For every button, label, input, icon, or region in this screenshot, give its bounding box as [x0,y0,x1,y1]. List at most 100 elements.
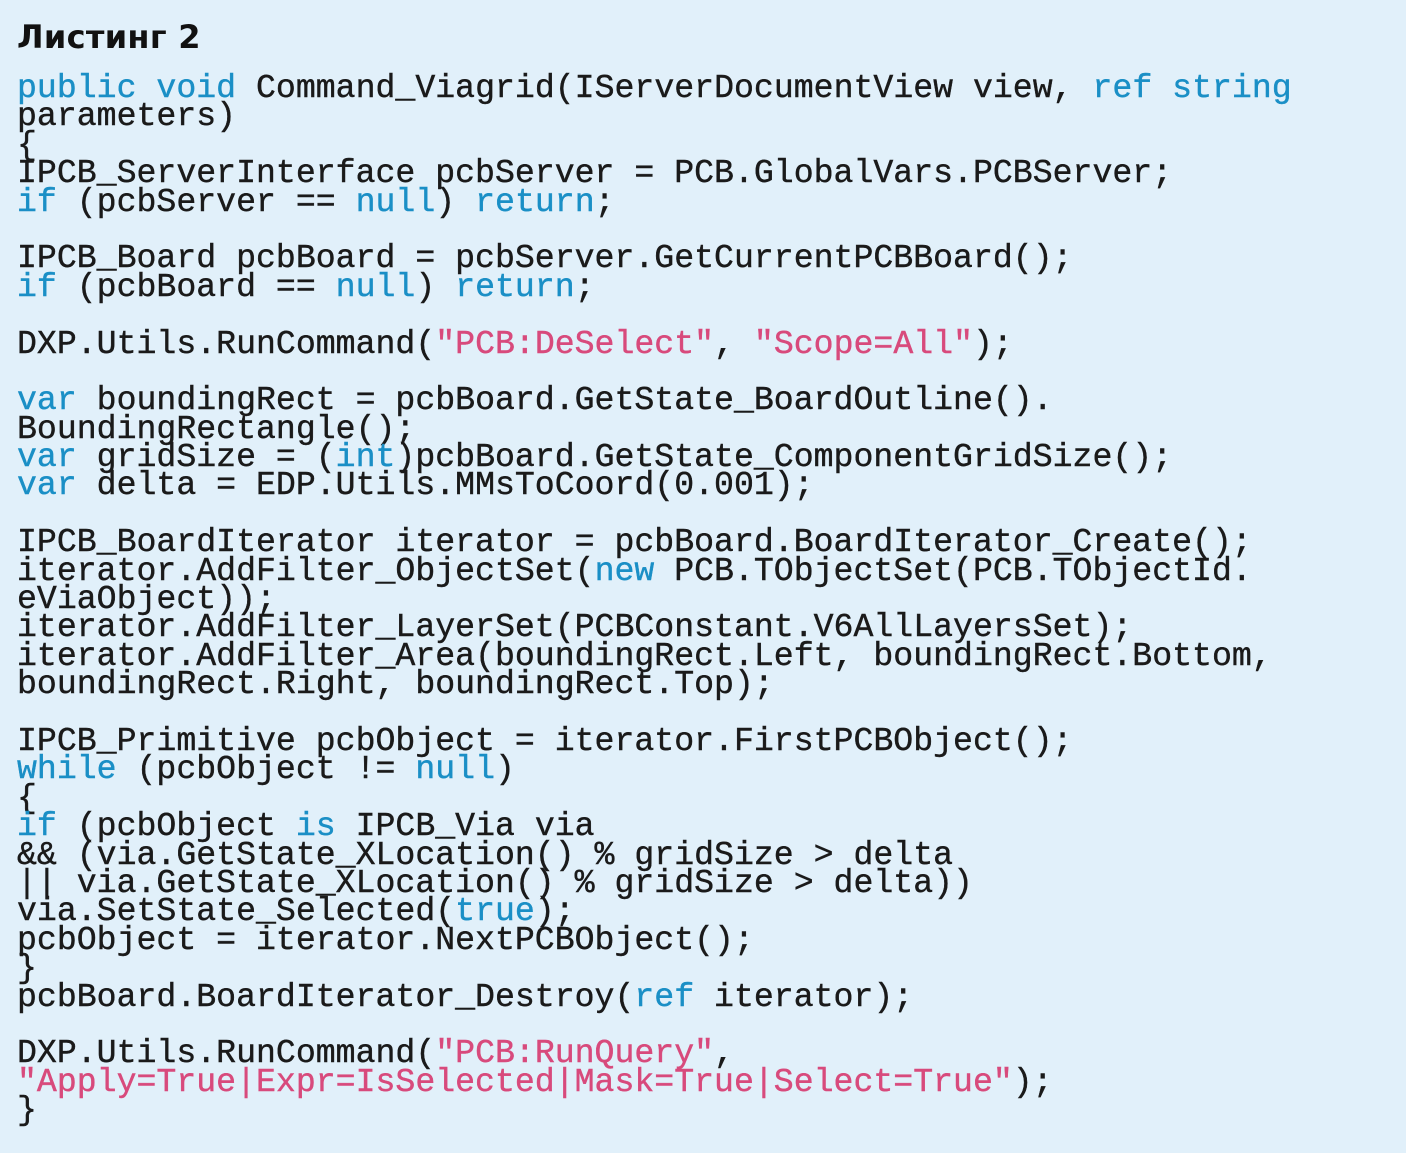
code-keyword: null [355,182,436,221]
code-line: public void Command_Viagrid(IServerDocum… [17,71,1390,105]
code-line: var delta = EDP.Utils.MMsToCoord(0.001); [17,469,1390,503]
code-keyword: if [17,807,57,846]
code-keyword: public [17,69,137,107]
code-text: && (via.GetState_XLocation() % gridSize … [17,835,954,874]
code-line: BoundingRectangle(); [17,412,1390,446]
code-text: IPCB_ServerInterface pcbServer = PCB.Glo… [17,154,1173,193]
code-line: via.SetState_Selected(true); [17,895,1390,929]
code-keyword: new [594,551,655,590]
code-text: ); [972,324,1013,363]
code-line: DXP.Utils.RunCommand("PCB:RunQuery", [17,1036,1390,1070]
code-text: )pcbBoard.GetState_ComponentGridSize(); [395,438,1173,477]
code-text: || via.GetState_XLocation() % gridSize >… [17,863,973,902]
code-line: pcbBoard.BoardIterator_Destroy(ref itera… [17,980,1390,1014]
code-text: iterator.AddFilter_Area(boundingRect.Lef… [17,636,1272,675]
code-text: DXP.Utils.RunCommand( [17,1034,436,1073]
code-text: PCB.TObjectSet(PCB.TObjectId. [654,551,1252,590]
code-line: IPCB_ServerInterface pcbServer = PCB.Glo… [17,156,1390,190]
code-line: IPCB_Board pcbBoard = pcbServer.GetCurre… [17,242,1390,276]
code-string: "PCB:DeSelect" [435,324,715,363]
code-text: , [714,324,754,363]
code-text: eViaObject)); [17,580,276,619]
code-line: if (pcbServer == null) return; [17,185,1390,219]
code-keyword: null [415,750,496,789]
code-keyword: if [17,267,57,306]
code-text: ); [1012,1062,1053,1101]
code-text: iterator); [694,977,914,1016]
code-line: || via.GetState_XLocation() % gridSize >… [17,866,1390,900]
code-string: "Apply=True|Expr=IsSelected|Mask=True|Se… [17,1062,1013,1101]
code-line: iterator.AddFilter_ObjectSet(new PCB.TOb… [17,554,1390,588]
code-line: "Apply=True|Expr=IsSelected|Mask=True|Se… [17,1065,1390,1099]
code-text: pcbObject = iterator.NextPCBObject(); [17,920,754,959]
code-text [1152,69,1172,107]
code-keyword: string [1172,69,1292,107]
code-text: IPCB_BoardIterator iterator = pcbBoard.B… [17,523,1252,562]
code-keyword: if [17,182,57,221]
code-line: if (pcbObject is IPCB_Via via [17,809,1390,843]
code-keyword: null [335,267,416,306]
code-keyword: var [17,381,77,420]
code-text: } [17,1091,37,1130]
code-line: DXP.Utils.RunCommand("PCB:DeSelect", "Sc… [17,327,1390,361]
code-text: Command_Viagrid(IServerDocumentView view… [236,69,1093,107]
code-line: parameters) [17,100,1390,134]
code-text: ); [534,892,575,931]
code-text: DXP.Utils.RunCommand( [17,324,436,363]
code-keyword: return [455,267,575,306]
code-text: { [17,778,37,817]
code-line: { [17,781,1390,815]
code-text: parameters) [17,97,237,136]
code-text: ; [594,182,615,221]
listing-title: Листинг 2 [17,18,201,56]
code-text: pcbBoard.BoardIterator_Destroy( [17,977,635,1016]
code-keyword: ref [1092,69,1153,107]
code-line: while (pcbObject != null) [17,753,1390,787]
code-text: boundingRect = pcbBoard.GetState_BoardOu… [76,381,1053,420]
code-text: boundingRect.Right, boundingRect.Top); [17,665,774,704]
code-keyword: true [455,892,535,931]
code-keyword: var [17,438,77,477]
code-text: gridSize = ( [76,438,336,477]
code-keyword: is [295,807,336,846]
code-text: via.SetState_Selected( [17,892,456,931]
code-line: eViaObject)); [17,582,1390,616]
code-line: { [17,128,1390,162]
code-text: iterator.AddFilter_LayerSet(PCBConstant.… [17,608,1133,647]
code-keyword: var [17,466,77,505]
code-line: } [17,951,1390,985]
code-line: iterator.AddFilter_LayerSet(PCBConstant.… [17,611,1390,645]
code-line: boundingRect.Right, boundingRect.Top); [17,667,1390,701]
code-text: IPCB_Via via [335,807,595,846]
code-text: ) [415,267,456,306]
code-text: (pcbObject != [116,750,416,789]
code-text: (pcbBoard == [56,267,336,306]
code-line: if (pcbBoard == null) return; [17,270,1390,304]
code-string: "PCB:RunQuery" [435,1034,715,1073]
code-text: { [17,125,37,164]
code-keyword: return [475,182,595,221]
code-text: ) [495,750,515,789]
code-line: pcbObject = iterator.NextPCBObject(); [17,923,1390,957]
code-text: (pcbServer == [56,182,356,221]
code-line: } [17,1093,1390,1127]
code-block: public void Command_Viagrid(IServerDocum… [17,71,1390,1127]
code-line: iterator.AddFilter_Area(boundingRect.Lef… [17,639,1390,673]
code-keyword: int [335,438,396,477]
code-text: delta = EDP.Utils.MMsToCoord(0.001); [76,466,814,505]
code-line: var gridSize = (int)pcbBoard.GetState_Co… [17,440,1390,474]
code-line: var boundingRect = pcbBoard.GetState_Boa… [17,383,1390,417]
code-keyword: while [17,750,117,789]
code-line: IPCB_BoardIterator iterator = pcbBoard.B… [17,525,1390,559]
code-text: , [714,1034,734,1073]
code-text: iterator.AddFilter_ObjectSet( [17,551,595,590]
code-string: "Scope=All" [753,324,973,363]
code-text: (pcbObject [56,807,296,846]
code-text: ; [574,267,595,306]
code-text: ) [435,182,476,221]
code-keyword: ref [634,977,695,1016]
code-text: IPCB_Board pcbBoard = pcbServer.GetCurre… [17,239,1073,278]
code-keyword: void [156,69,237,107]
code-text: IPCB_Primitive pcbObject = iterator.Firs… [17,721,1073,760]
